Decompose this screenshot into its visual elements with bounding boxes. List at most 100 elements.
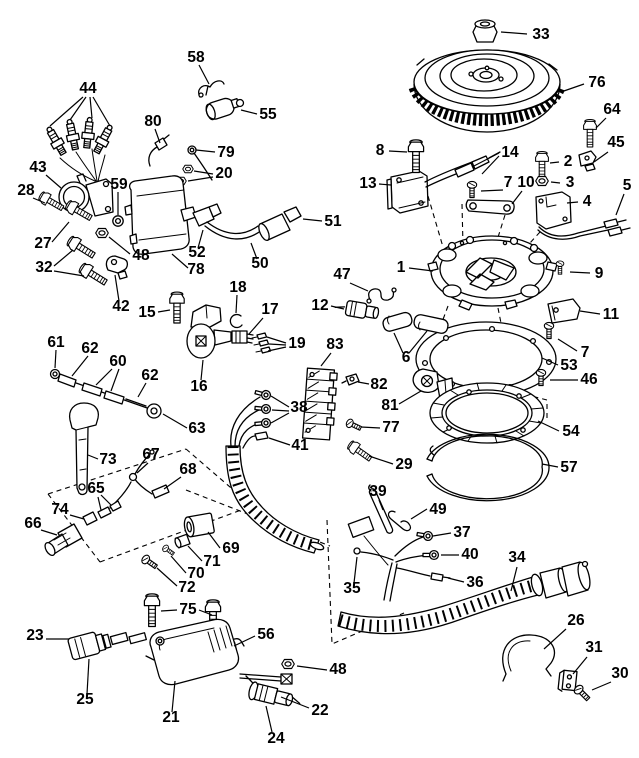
power-pack-21 <box>149 618 240 686</box>
leader-line <box>566 201 579 204</box>
leader-line <box>54 349 57 369</box>
support-ring-54 <box>429 382 545 444</box>
leader-line <box>270 395 290 408</box>
part-number-label: 13 <box>359 175 377 192</box>
part-number-label: 62 <box>81 340 98 357</box>
leader-line <box>268 343 287 346</box>
leader-line <box>197 229 204 249</box>
leader-line <box>550 181 561 184</box>
part-number-label: 62 <box>141 367 158 384</box>
part-number-label: 68 <box>179 461 197 478</box>
mount-82 <box>341 373 360 386</box>
cover-plate-11 <box>547 298 581 324</box>
mount-71 <box>174 533 191 549</box>
part-number-label: 83 <box>326 336 344 353</box>
spring-clip-47 <box>366 287 397 304</box>
part-number-label: 35 <box>343 580 361 597</box>
part-number-label: 41 <box>291 437 309 454</box>
leader-line <box>95 368 113 386</box>
leader-line <box>187 545 203 562</box>
ignition-coil-78 <box>124 175 302 255</box>
leader-line <box>157 309 171 313</box>
leader-line <box>265 705 273 733</box>
leader-line <box>32 197 46 204</box>
leader-line <box>86 658 90 695</box>
leader-line <box>248 317 264 335</box>
part-number-label: 48 <box>132 247 150 264</box>
leader-line <box>510 566 518 592</box>
leader-line <box>471 152 500 168</box>
part-number-label: 52 <box>188 244 205 261</box>
part-number-label: 53 <box>560 357 578 374</box>
wire-hoop-26 <box>502 634 556 682</box>
retainer-ring-53 <box>412 321 557 411</box>
bracket-31 <box>557 669 578 692</box>
o-ring-18 <box>229 313 243 329</box>
part-number-label: 22 <box>311 702 328 719</box>
nut-20a <box>182 164 194 174</box>
leader-line <box>156 567 178 587</box>
part-number-label: 23 <box>26 627 44 644</box>
washer-59 <box>112 215 124 227</box>
nut-48b <box>281 658 295 670</box>
plug-boot-66 <box>44 523 83 557</box>
leader-line <box>480 189 504 192</box>
part-number-label: 72 <box>178 579 195 596</box>
bolt-15 <box>169 291 185 324</box>
leader-line <box>267 346 287 352</box>
part-number-label: 40 <box>461 546 478 563</box>
part-number-label: 37 <box>453 524 470 541</box>
leader-line <box>45 174 62 189</box>
nut-48a <box>95 227 109 239</box>
part-number-label: 7 <box>504 174 513 191</box>
leader-line <box>92 96 111 127</box>
leader-line <box>198 64 210 85</box>
leader-line <box>270 412 290 424</box>
part-number-label: 33 <box>532 26 550 43</box>
leader-line <box>595 117 607 129</box>
leader-line <box>408 330 428 354</box>
part-number-label: 54 <box>562 423 580 440</box>
part-number-label: 28 <box>17 182 35 199</box>
bolt-29 <box>345 438 375 465</box>
leader-line <box>51 221 70 243</box>
wire-to-pack <box>145 655 155 661</box>
leader-line <box>593 151 609 163</box>
part-number-label: 24 <box>267 730 285 747</box>
part-number-label: 31 <box>585 639 603 656</box>
part-number-label: 65 <box>87 480 105 497</box>
leader-line <box>591 681 612 691</box>
part-number-label: 9 <box>595 265 604 282</box>
part-number-label: 12 <box>311 297 328 314</box>
bracket-73 <box>68 402 100 496</box>
part-number-label: 29 <box>395 456 413 473</box>
terminal-block-83 <box>301 367 338 441</box>
leader-line <box>69 96 87 121</box>
leader-line <box>537 420 560 432</box>
leader-line <box>569 271 591 274</box>
bushing-69 <box>183 512 215 538</box>
part-number-label: 61 <box>47 334 65 351</box>
leader-line <box>432 532 452 537</box>
leader-line <box>108 236 131 255</box>
screw-9 <box>555 260 565 275</box>
leader-line <box>193 170 214 175</box>
leader-line <box>388 150 408 153</box>
leader-line <box>541 463 559 468</box>
part-number-label: 20 <box>215 165 232 182</box>
part-number-label: 10 <box>517 174 534 191</box>
harness-connector <box>530 560 591 599</box>
connector-23-25 <box>67 631 147 661</box>
part-number-label: 32 <box>35 259 52 276</box>
condenser-55 <box>205 97 241 121</box>
connector-22-24 <box>248 681 301 707</box>
leader-line <box>233 635 256 647</box>
leader-line <box>110 368 120 392</box>
part-number-label: 36 <box>466 574 484 591</box>
leader-line <box>302 218 323 222</box>
leader-line <box>69 514 85 520</box>
part-number-label: 59 <box>110 176 128 193</box>
leader-line <box>296 665 328 671</box>
part-number-label: 67 <box>142 446 159 463</box>
